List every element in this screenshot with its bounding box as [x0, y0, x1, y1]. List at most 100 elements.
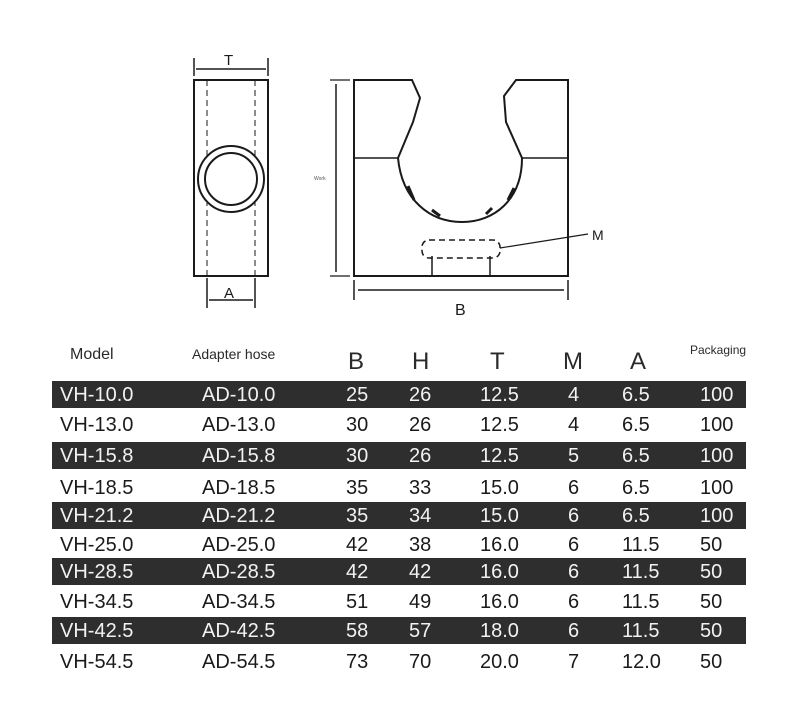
cell-b: 58 — [346, 620, 369, 642]
cell-b: 51 — [346, 591, 369, 613]
side-view-hole — [197, 145, 265, 213]
cell-model: VH-42.5 — [60, 620, 134, 642]
label-A: A — [224, 285, 234, 302]
cell-h: 26 — [409, 414, 432, 436]
header-adapter-hose: Adapter hose — [192, 346, 276, 362]
cell-a: 11.5 — [622, 620, 660, 642]
cell-t: 18.0 — [480, 620, 519, 642]
nut-slot-dashed — [421, 239, 501, 259]
cell-adapter-hose: AD-15.8 — [202, 445, 276, 467]
header-M: M — [563, 348, 583, 375]
cell-h: 70 — [409, 651, 432, 673]
cell-packaging: 50 — [700, 561, 723, 583]
cell-t: 12.5 — [480, 414, 519, 436]
cell-packaging: 100 — [700, 414, 734, 436]
cell-a: 11.5 — [622, 561, 660, 583]
cell-packaging: 100 — [700, 505, 734, 527]
label-side: Work — [314, 176, 326, 182]
cell-adapter-hose: AD-34.5 — [202, 591, 276, 613]
label-T: T — [224, 52, 233, 69]
cell-h: 33 — [409, 477, 432, 499]
cell-adapter-hose: AD-21.2 — [202, 505, 276, 527]
table-row: VH-54.5 AD-54.5 73 70 20.0 7 12.0 50 — [52, 648, 746, 675]
cell-m: 5 — [568, 445, 580, 467]
cell-m: 4 — [568, 414, 580, 436]
cell-adapter-hose: AD-28.5 — [202, 561, 276, 583]
cell-adapter-hose: AD-25.0 — [202, 534, 276, 556]
cell-model: VH-54.5 — [60, 651, 134, 673]
cell-m: 6 — [568, 591, 580, 613]
cell-h: 26 — [409, 384, 432, 406]
cell-model: VH-15.8 — [60, 445, 134, 467]
cell-t: 15.0 — [480, 505, 519, 527]
cell-packaging: 50 — [700, 534, 723, 556]
cell-b: 73 — [346, 651, 369, 673]
cell-a: 12.0 — [622, 651, 661, 673]
cell-packaging: 50 — [700, 651, 723, 673]
table-header: Model Adapter hose B H T M A Packaging — [0, 340, 790, 380]
cell-b: 42 — [346, 534, 369, 556]
technical-drawing: T A B M Work — [193, 52, 604, 319]
cell-a: 6.5 — [622, 414, 650, 436]
cell-a: 6.5 — [622, 445, 650, 467]
table-row: VH-25.0 AD-25.0 42 38 16.0 6 11.5 50 — [52, 531, 746, 558]
cell-m: 6 — [568, 477, 580, 499]
cell-packaging: 100 — [700, 445, 734, 467]
table-row: VH-42.5 AD-42.5 58 57 18.0 6 11.5 50 — [52, 617, 746, 644]
cell-model: VH-21.2 — [60, 505, 134, 527]
cell-adapter-hose: AD-18.5 — [202, 477, 276, 499]
header-T: T — [490, 348, 505, 375]
cell-t: 12.5 — [480, 445, 519, 467]
cell-packaging: 50 — [700, 591, 723, 613]
cell-model: VH-25.0 — [60, 534, 134, 556]
header-A: A — [630, 348, 647, 375]
cell-b: 35 — [346, 505, 369, 527]
cell-m: 6 — [568, 561, 580, 583]
label-M: M — [592, 227, 604, 243]
header-packaging: Packaging — [690, 343, 747, 357]
front-view-body — [353, 79, 569, 277]
cell-t: 12.5 — [480, 384, 519, 406]
cell-adapter-hose: AD-54.5 — [202, 651, 276, 673]
cell-t: 16.0 — [480, 534, 519, 556]
cell-t: 15.0 — [480, 477, 519, 499]
cell-b: 30 — [346, 445, 369, 467]
cell-m: 7 — [568, 651, 580, 673]
cell-a: 6.5 — [622, 384, 650, 406]
cell-a: 11.5 — [622, 534, 660, 556]
cell-m: 4 — [568, 384, 580, 406]
cell-h: 57 — [409, 620, 432, 642]
cell-h: 42 — [409, 561, 432, 583]
cell-packaging: 100 — [700, 384, 734, 406]
table-row: VH-15.8 AD-15.8 30 26 12.5 5 6.5 100 — [52, 442, 746, 469]
cell-m: 6 — [568, 620, 580, 642]
cell-a: 6.5 — [622, 477, 650, 499]
cell-t: 16.0 — [480, 561, 519, 583]
cell-a: 6.5 — [622, 505, 650, 527]
cell-adapter-hose: AD-42.5 — [202, 620, 276, 642]
cell-a: 11.5 — [622, 591, 660, 613]
cell-packaging: 50 — [700, 620, 723, 642]
cell-t: 20.0 — [480, 651, 519, 673]
cell-m: 6 — [568, 534, 580, 556]
cell-model: VH-28.5 — [60, 561, 134, 583]
cell-t: 16.0 — [480, 591, 519, 613]
cell-model: VH-10.0 — [60, 384, 134, 406]
cell-b: 25 — [346, 384, 369, 406]
cell-h: 26 — [409, 445, 432, 467]
cell-adapter-hose: AD-13.0 — [202, 414, 276, 436]
label-B: B — [455, 302, 466, 319]
cell-h: 49 — [409, 591, 432, 613]
cell-h: 34 — [409, 505, 432, 527]
table-row: VH-28.5 AD-28.5 42 42 16.0 6 11.5 50 — [52, 558, 746, 585]
cell-b: 30 — [346, 414, 369, 436]
header-B: B — [348, 348, 365, 375]
cell-h: 38 — [409, 534, 432, 556]
cell-b: 35 — [346, 477, 369, 499]
cell-b: 42 — [346, 561, 369, 583]
cell-adapter-hose: AD-10.0 — [202, 384, 276, 406]
